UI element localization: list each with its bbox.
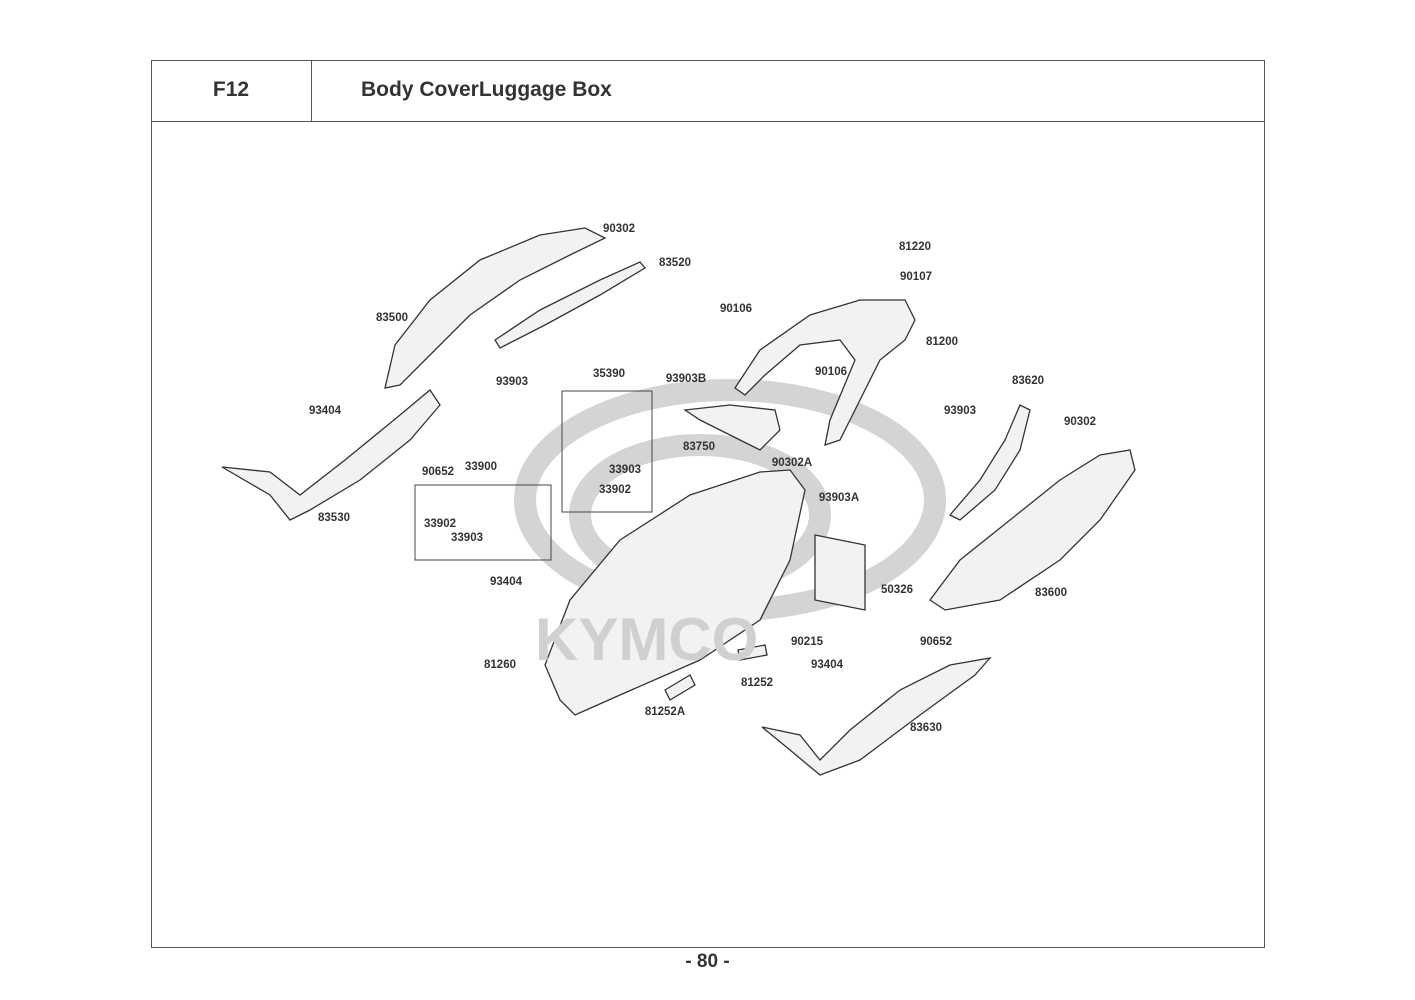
part-81252 [737,644,768,661]
part-label: 90302 [1064,416,1096,428]
part-83600 [929,449,1136,611]
part-label: 90106 [815,366,847,378]
part-label: 90106 [720,303,752,315]
part-label: 35390 [593,368,625,380]
header-divider [151,121,1264,122]
part-label: 33903 [451,532,483,544]
part-label: 81200 [926,336,958,348]
section-code: F12 [212,78,250,101]
page-frame [151,60,1265,948]
part-label: 90652 [422,466,454,478]
part-83530 [221,389,441,521]
part-label: 83750 [683,441,715,453]
page-title: Body CoverLuggage Box [361,78,612,101]
part-label: 93404 [811,659,843,671]
part-label: 90652 [920,636,952,648]
part-label: 81260 [484,659,516,671]
part-label: 90302A [771,457,813,469]
part-label: 50326 [881,584,913,596]
part-label: 81220 [899,241,931,253]
kit-box-33900 [414,484,552,561]
part-label: 93404 [309,405,341,417]
part-label: 93903 [944,405,976,417]
kymco-watermark-logo: KYMCO [535,606,758,673]
part-83750 [683,404,781,451]
part-label: 93404 [490,576,522,588]
part-label: 83620 [1012,375,1044,387]
part-label: 81252 [741,677,773,689]
part-50326 [814,534,866,611]
part-81260 [544,469,806,716]
part-label: 83500 [376,312,408,324]
part-label: 81252A [644,706,686,718]
part-label: 90107 [900,271,932,283]
part-label: 33903 [609,464,641,476]
part-83630 [761,657,992,776]
part-label: 83520 [659,257,691,269]
section-code-cell [151,60,312,122]
part-label: 33902 [424,518,456,530]
part-83520 [494,261,646,349]
part-label: 83630 [910,722,942,734]
part-label: 90302 [603,223,635,235]
part-81252A [664,674,696,701]
part-label: 33900 [465,461,497,473]
part-label: 33902 [599,484,631,496]
kit-box-35390 [561,390,653,513]
part-label: 93903 [496,376,528,388]
part-83620 [948,404,1031,521]
part-label: 83600 [1035,587,1067,599]
part-label: 93903B [665,373,707,385]
part-83500 [384,227,607,389]
part-label: 83530 [318,512,350,524]
part-label: 93903A [818,492,860,504]
part-81200 [734,299,916,446]
page-number: - 80 - [685,951,730,972]
part-label: 90215 [791,636,823,648]
